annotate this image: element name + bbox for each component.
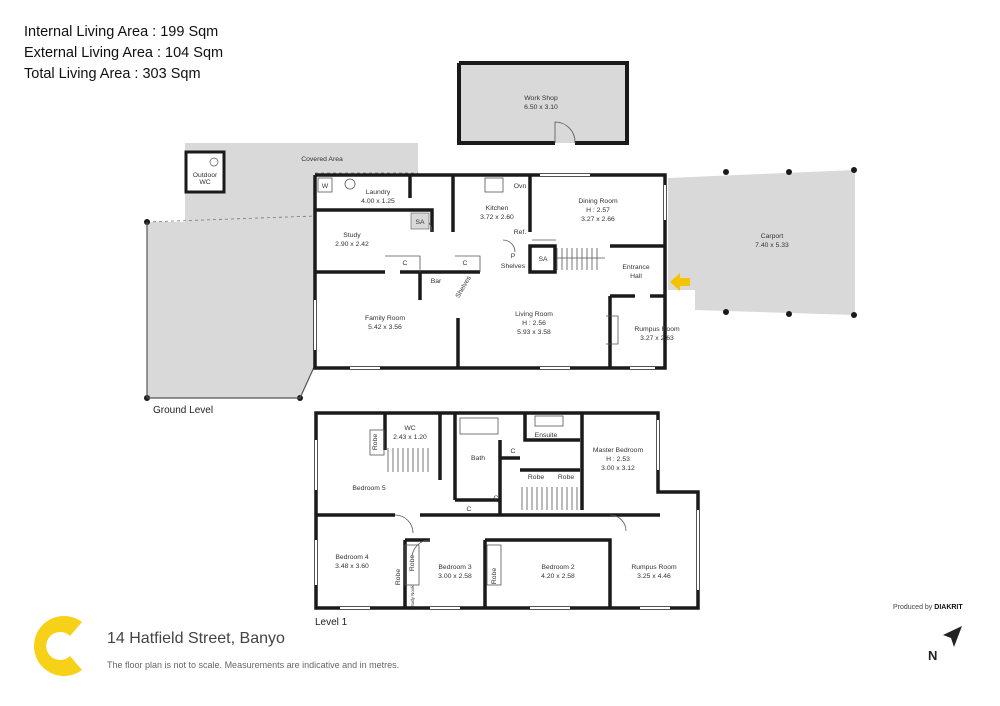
outdoor-areas [147,63,855,398]
dining-height: H : 2.57 [586,207,610,214]
living-name: Living Room [515,311,553,318]
master-robe-label-2: Robe [558,474,574,481]
bedroom3-name: Bedroom 3 [438,564,471,571]
washer-label: W [322,183,329,190]
entrance-label-1: Entrance [622,264,649,271]
kitchen-dims: 3.72 x 2.60 [480,214,514,221]
work-shop-dims: 6.50 x 3.10 [524,104,558,111]
bedroom2-dims: 4.20 x 2.58 [541,573,575,580]
ensuite-cupboard-label: C [511,448,516,455]
ref-label: Ref. [514,229,527,236]
hall-cupboard-upper-label: C [467,506,472,513]
bath-cupboard-label: C [494,495,499,502]
living-dims: 5.93 x 3.58 [517,329,551,336]
laundry-sa-label: SA [415,219,425,226]
rumpus-upper-name: Rumpus Room [631,564,677,571]
total-area-text: Total Living Area : 303 Sqm [24,66,201,82]
master-height: H : 2.53 [606,456,630,463]
brand-name: DIAKRIT [934,604,963,611]
entry-arrow [670,273,690,291]
disclaimer-note: The floor plan is not to scale. Measurem… [107,660,400,670]
family-name: Family Room [365,315,405,322]
bedroom4-robe-label: Robe [395,569,402,585]
master-name: Master Bedroom [593,447,644,454]
bedroom2-name: Bedroom 2 [541,564,574,571]
rumpus-upper-dims: 3.25 x 4.46 [637,573,671,580]
laundry-name: Laundry [366,189,391,196]
ground-floor-details [317,177,619,345]
level1-label: Level 1 [315,617,348,628]
bedroom4-name: Bedroom 4 [335,554,368,561]
covered-area-edges [146,172,418,223]
covered-area-deck [147,173,315,398]
ground-floor-windows [314,174,666,369]
ground-level-label: Ground Level [153,405,213,416]
external-area-text: External Living Area : 104 Sqm [24,45,224,61]
laundry-sa-box [410,212,430,230]
bar-label: Bar [431,278,442,285]
pantry-label: P [511,253,516,260]
north-arrow-icon [943,626,962,647]
level1-walls [314,411,700,610]
entrance-label-2: Hall [630,273,642,280]
wc-upper-dims: 2.43 x 1.20 [393,434,427,441]
level1-windows [315,420,699,609]
living-height: H : 2.56 [522,320,546,327]
outdoor-wc-label-2: WC [199,179,210,186]
study-name: Study [343,232,361,239]
bedroom5-name: Bedroom 5 [352,485,385,492]
rumpus-ground-name: Rumpus Room [634,326,680,333]
work-shop-name: Work Shop [524,95,558,102]
outdoor-wc-label-1: Outdoor [193,172,218,179]
family-dims: 5.42 x 3.56 [368,324,402,331]
carport-posts [723,167,857,318]
ensuite-name: Ensuite [535,432,558,439]
brand-logo-icon [34,616,82,676]
work-shop-area [459,63,627,143]
carport-dims: 7.40 x 5.33 [755,242,789,249]
covered-area-label: Covered Area [301,156,343,163]
carport-area [668,170,855,315]
workshop-door [554,121,576,144]
deck-edge [146,222,316,399]
property-address: 14 Hatfield Street, Banyo [107,630,285,647]
bedroom3-dims: 3.00 x 2.58 [438,573,472,580]
internal-area-text: Internal Living Area : 199 Sqm [24,24,219,40]
level1-details [369,415,627,586]
carport-name: Carport [761,233,784,240]
rumpus-ground-dims: 3.27 x 2.63 [640,335,674,342]
pantry-shelves-label: Shelves [501,263,526,270]
bedroom3-robe-label: Robe [409,555,416,571]
oven-label: Ovn [514,183,527,190]
bar-shelves-label: Shelves [455,275,473,300]
master-robe-label-1: Robe [528,474,544,481]
kitchen-name: Kitchen [486,205,509,212]
produced-by: Produced by DIAKRIT [893,604,963,611]
wc-upper-name: WC [404,425,415,432]
workshop-walls [457,61,629,145]
laundry-dims: 4.00 x 1.25 [361,198,395,205]
bedroom4-dims: 3.48 x 3.60 [335,563,369,570]
outdoor-wc: Outdoor WC [184,150,226,194]
bedroom5-robe-label: Robe [372,434,379,450]
dining-name: Dining Room [578,198,618,205]
bath-name: Bath [471,455,485,462]
study-nook-label: Study Nook [410,585,415,609]
dining-dims: 3.27 x 2.66 [581,216,615,223]
produced-by-text: Produced by [893,604,933,611]
area-summary: Internal Living Area : 199 Sqm External … [24,22,223,85]
master-dims: 3.00 x 3.12 [601,465,635,472]
north-label: N [928,648,938,663]
bedroom2-robe-label: Robe [491,568,498,584]
stair-sa-label: SA [538,256,548,263]
study-cupboard-label: C [403,260,408,267]
study-dims: 2.90 x 2.42 [335,241,369,248]
hall-cupboard-label: C [463,260,468,267]
